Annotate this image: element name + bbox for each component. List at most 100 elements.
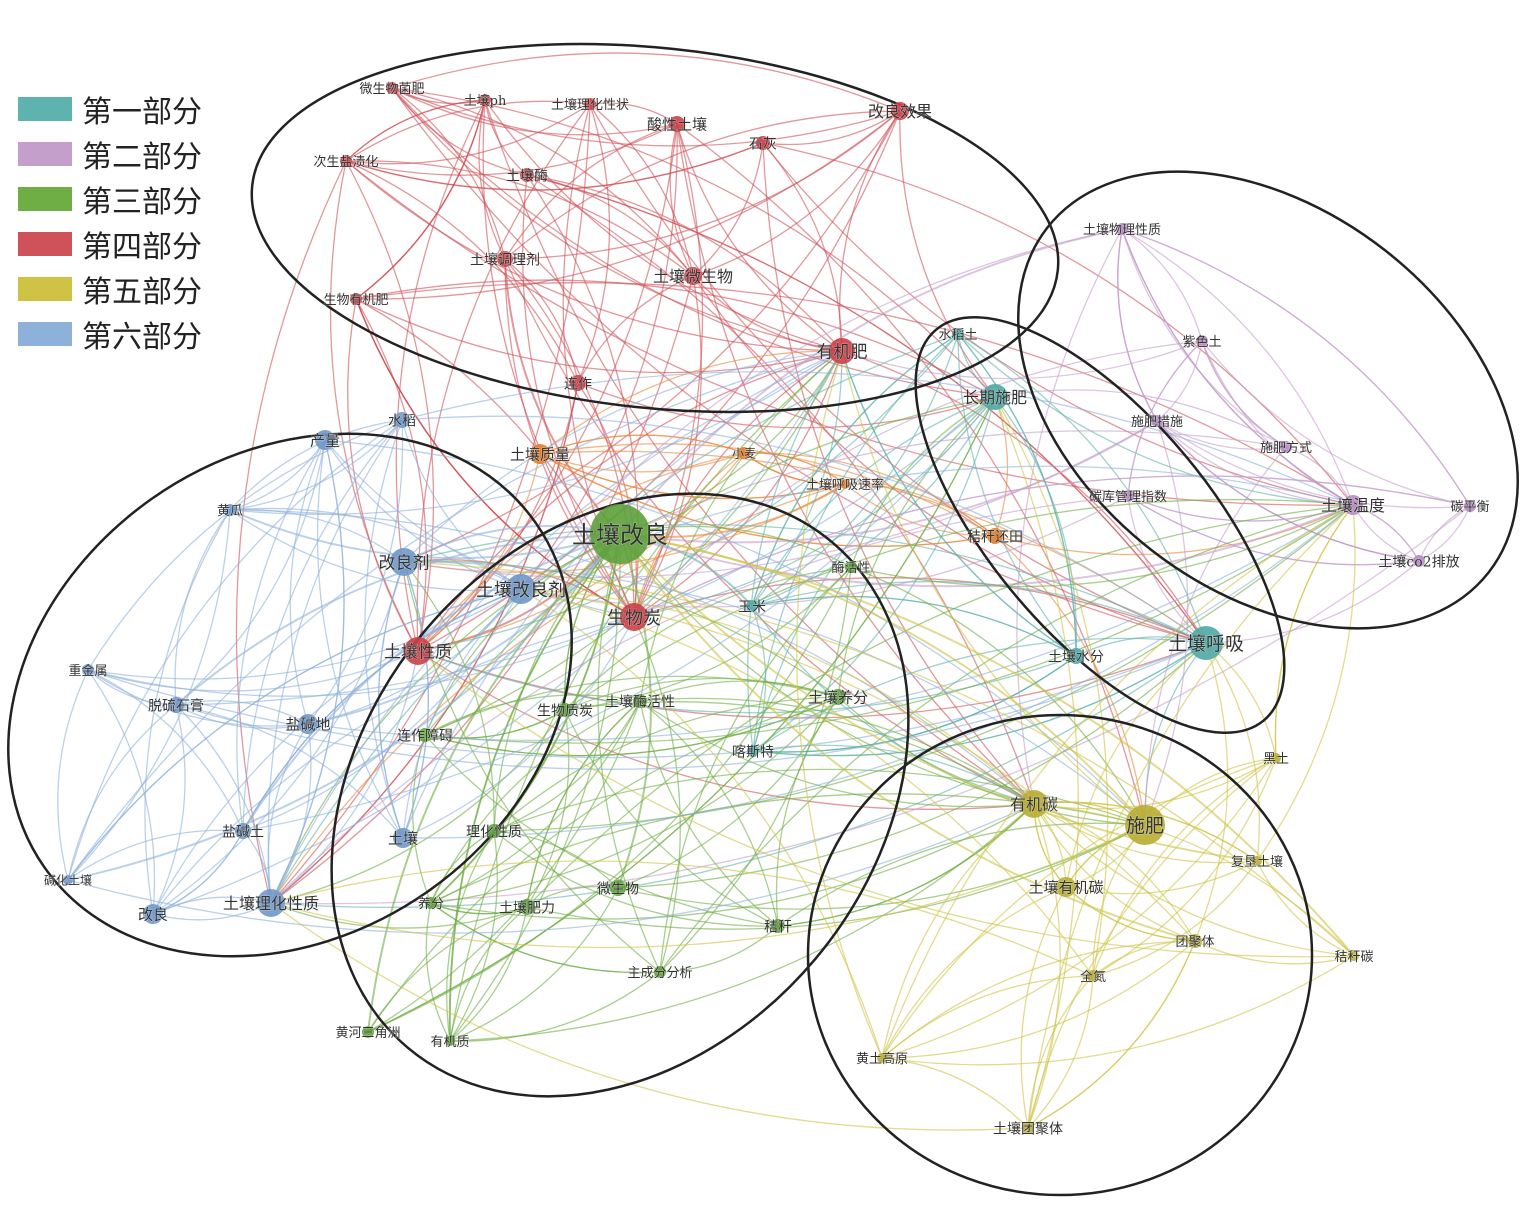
edge	[430, 533, 621, 904]
edge	[751, 580, 1207, 644]
node-label: 土壤微生物	[653, 267, 733, 286]
network-node: 养分	[417, 895, 444, 912]
network-node: 黑土	[1262, 751, 1289, 767]
node-circle	[82, 664, 94, 676]
network-node: 土壤理化性状	[550, 96, 629, 113]
node-circle	[506, 574, 536, 604]
network-node: 土壤理化性质	[222, 889, 320, 917]
edge	[67, 803, 1035, 934]
edge	[539, 452, 745, 473]
edge	[639, 680, 839, 702]
node-circle	[1196, 335, 1208, 347]
network-node: 黄土高原	[855, 1050, 908, 1067]
node-label: 盐碱土	[222, 824, 264, 840]
edge	[229, 507, 522, 590]
network-node: 长期施肥	[962, 384, 1028, 410]
node-circle	[1188, 934, 1202, 948]
edge	[391, 87, 528, 176]
edge	[425, 902, 451, 1042]
edge	[1092, 860, 1258, 977]
edge	[1121, 228, 1287, 448]
edge	[345, 160, 694, 277]
edge	[417, 650, 1355, 958]
edge	[493, 700, 641, 832]
edge	[367, 396, 996, 1033]
node-circle	[746, 600, 758, 612]
edge	[633, 340, 1203, 618]
edge	[270, 439, 345, 904]
node-circle	[487, 824, 501, 838]
legend-label: 第一部分	[82, 94, 202, 130]
network-node: 施肥方式	[1259, 439, 1312, 456]
edge	[839, 110, 901, 352]
node-circle	[386, 82, 398, 94]
node-circle	[830, 689, 846, 705]
node-label: 全氮	[1080, 969, 1106, 985]
node-label: 次生盐渍化	[313, 154, 378, 170]
node-label: 重金属	[68, 663, 107, 679]
edge	[881, 504, 1354, 1059]
edge	[619, 533, 1258, 862]
edge	[324, 439, 635, 618]
node-label: 土壤物理性质	[1083, 222, 1161, 238]
node-label: 有机质	[430, 1035, 469, 1050]
edge	[504, 110, 901, 260]
edge	[402, 350, 843, 839]
legend-label: 第五部分	[82, 274, 202, 310]
edge	[1127, 340, 1203, 497]
edge	[391, 87, 996, 398]
edge	[1027, 504, 1354, 1129]
node-circle	[1020, 790, 1048, 818]
edge	[67, 533, 621, 881]
edge	[355, 298, 635, 618]
edge	[345, 160, 843, 352]
network-node: 团聚体	[1175, 934, 1215, 950]
node-circle	[394, 412, 410, 428]
node-label: 生物质炭	[537, 703, 593, 719]
edge	[87, 650, 419, 692]
edge	[449, 906, 528, 1042]
edge	[345, 142, 764, 191]
edge	[1156, 420, 1471, 509]
edge	[539, 453, 996, 547]
node-circle	[63, 875, 73, 885]
edge	[87, 642, 1207, 759]
node-circle	[235, 823, 251, 839]
network-node: 土壤	[387, 828, 419, 848]
edge	[391, 87, 901, 147]
edge	[67, 509, 231, 881]
network-node: 碳库管理指数	[1088, 488, 1167, 505]
node-label: 土壤有机碳	[1028, 879, 1103, 897]
network-node: 土壤ph	[463, 92, 507, 109]
network-node: 微生物菌肥	[359, 81, 425, 97]
node-circle	[620, 603, 648, 631]
edge	[1121, 228, 1354, 506]
node-label: 石灰	[749, 136, 777, 152]
node-circle	[390, 548, 418, 576]
edge	[449, 906, 528, 1042]
node-circle	[519, 899, 535, 915]
legend-item: 第一部分	[18, 86, 202, 131]
edge	[881, 955, 1355, 1066]
network-node: 黄瓜	[216, 503, 243, 519]
node-label: 连作障碍	[397, 728, 453, 744]
edge	[242, 419, 403, 832]
edge	[639, 350, 843, 702]
node-circle	[425, 897, 437, 909]
node-label: 喀斯特	[732, 744, 774, 760]
edge	[526, 174, 843, 352]
node-circle	[393, 828, 413, 848]
edge	[175, 700, 309, 725]
edge	[449, 971, 661, 1042]
network-node: 土壤质量	[509, 444, 571, 464]
edge	[449, 830, 498, 1042]
network-node: 紫色土	[1182, 333, 1222, 350]
edge	[850, 396, 996, 568]
edge	[367, 696, 839, 1033]
node-circle	[1280, 441, 1292, 453]
node-circle	[1271, 753, 1281, 763]
edge	[796, 350, 883, 1059]
edge	[777, 822, 1146, 927]
network-node: 土壤酶活性	[605, 693, 676, 711]
edge	[504, 258, 635, 618]
